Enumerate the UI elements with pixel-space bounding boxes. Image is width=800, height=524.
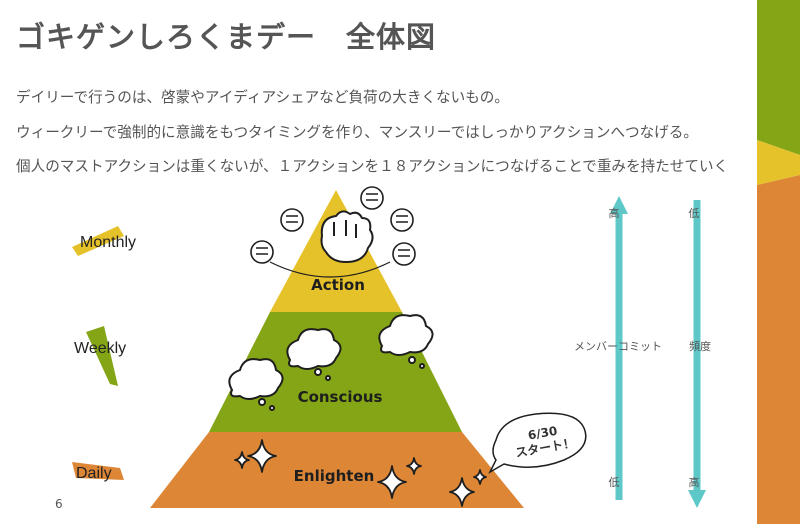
thought-cloud-icon xyxy=(286,328,342,381)
frequency-arrow xyxy=(688,200,706,508)
tier-label-conscious: Conscious xyxy=(297,388,383,406)
fist-icon xyxy=(280,208,304,232)
description-line-1: デイリーで行うのは、啓蒙やアイディアシェアなど負荷の大きくないもの。 xyxy=(16,89,509,106)
sparkle-icon xyxy=(377,457,422,499)
tier-label-enlighten: Enlighten xyxy=(293,467,375,485)
edge-decoration xyxy=(757,0,800,524)
pyramid-tier-enlighten xyxy=(150,432,524,508)
daily-highlight xyxy=(72,462,124,480)
tier-label-action: Action xyxy=(311,276,365,294)
page-title: ゴキゲンしろくまデー 全体図 xyxy=(16,20,437,54)
monthly-highlight xyxy=(72,226,124,256)
thought-cloud-icon xyxy=(378,314,434,369)
weekly-highlight xyxy=(86,326,118,386)
sparkle-icon xyxy=(449,469,487,507)
frequency-low-label: 低 xyxy=(688,207,700,220)
commit-high-label: 高 xyxy=(608,207,620,220)
speech-bubble xyxy=(488,412,587,474)
fist-icon xyxy=(392,242,416,266)
thought-cloud-icon xyxy=(228,358,284,411)
member-commit-label: メンバーコミット xyxy=(574,340,662,353)
frequency-axis-label: 頻度 xyxy=(689,340,711,353)
member-commit-arrow xyxy=(610,196,628,500)
fist-icon xyxy=(320,210,374,263)
sparkle-icon xyxy=(234,439,277,473)
fist-icon xyxy=(250,240,274,264)
monthly-label: Monthly xyxy=(80,234,137,251)
commit-low-label: 低 xyxy=(608,476,620,489)
weekly-label: Weekly xyxy=(74,340,127,357)
fist-icon xyxy=(390,208,414,232)
fist-icon xyxy=(360,186,384,210)
description-line-3: 個人のマストアクションは重くないが、１アクションを１８アクションにつなげることで… xyxy=(16,158,729,175)
frequency-high-label: 高 xyxy=(688,476,700,489)
page-number: 6 xyxy=(55,497,63,511)
description-line-2: ウィークリーで強制的に意識をもつタイミングを作り、マンスリーではしっかりアクショ… xyxy=(16,124,698,141)
daily-label: Daily xyxy=(76,465,112,482)
